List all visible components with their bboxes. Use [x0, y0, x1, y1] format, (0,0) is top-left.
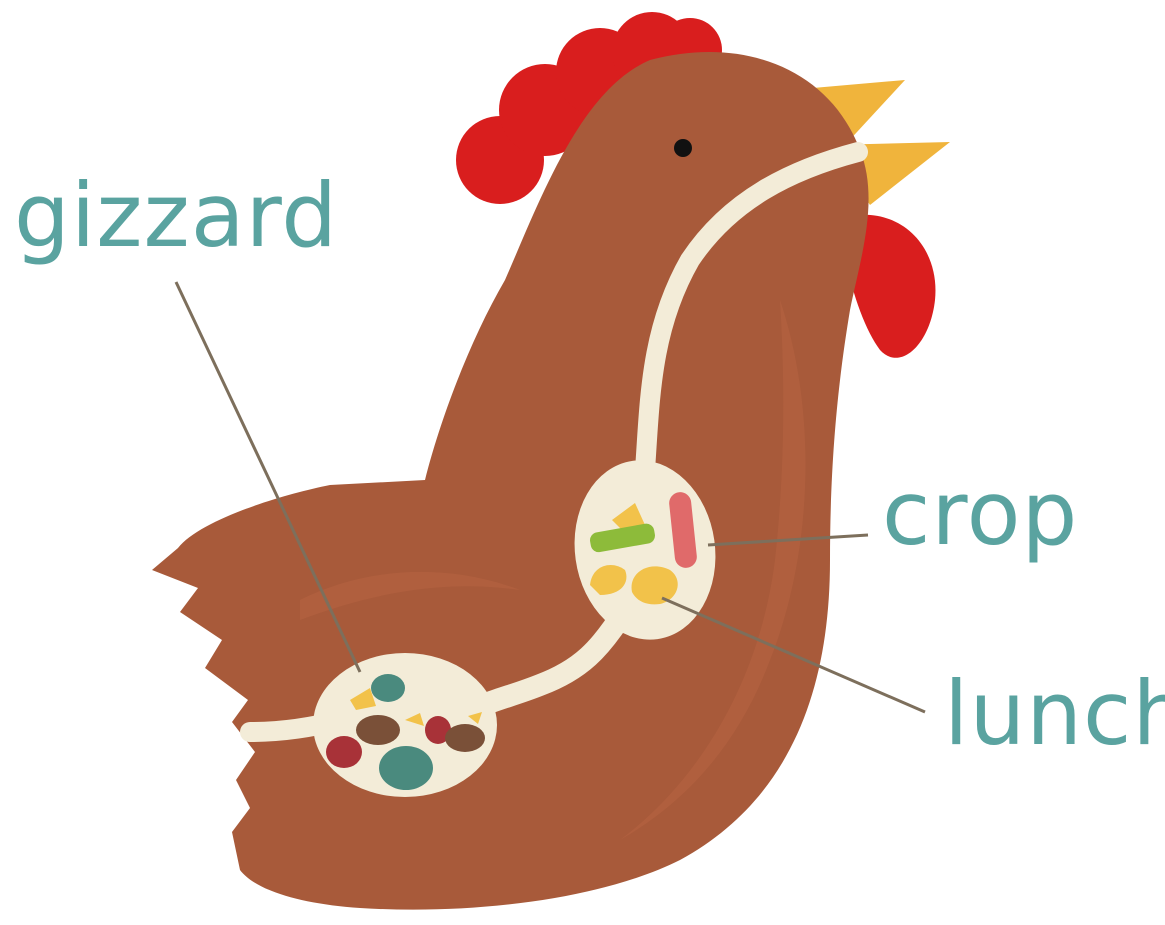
eye: [674, 139, 692, 157]
stone-brown: [356, 715, 400, 745]
stone-teal-large: [379, 746, 433, 790]
label-gizzard: gizzard: [14, 172, 338, 260]
stone-teal-top: [371, 674, 405, 702]
stone-red-b: [326, 736, 362, 768]
label-crop: crop: [882, 470, 1078, 558]
label-lunch: lunch: [944, 670, 1165, 758]
stone-brown-b: [445, 724, 485, 752]
